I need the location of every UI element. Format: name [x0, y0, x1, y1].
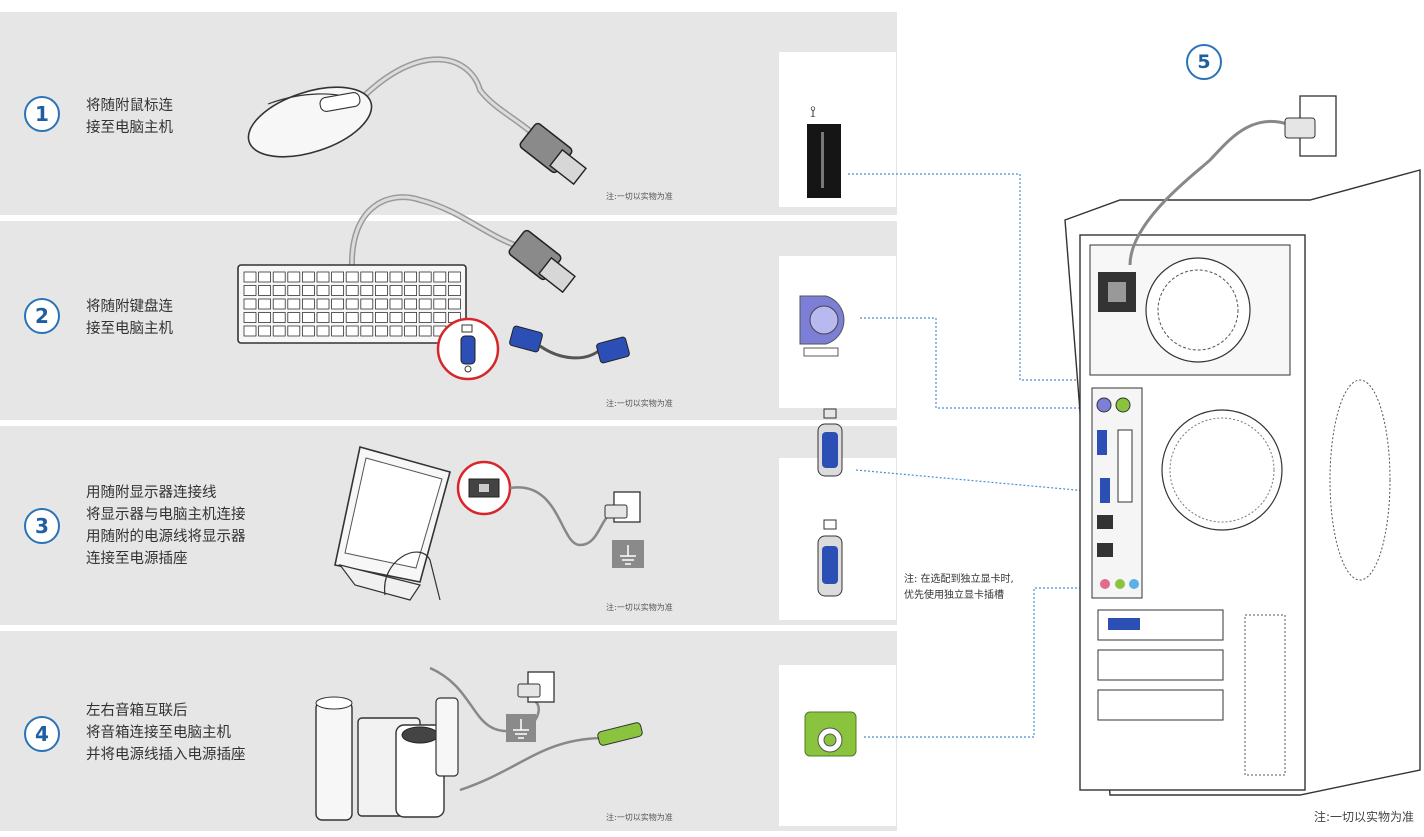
monitor-power-circle: [456, 460, 512, 516]
monitor-illustration: [334, 446, 451, 601]
mouse-usb-plug: [519, 122, 587, 186]
wall-socket-step4: [517, 671, 555, 703]
mouse-illustration: [247, 56, 543, 158]
step-4-text: 左右音箱互联后将音箱连接至电脑主机并将电源线插入电源插座: [86, 703, 246, 763]
step-1-text: 将随附鼠标连接至电脑主机: [86, 98, 173, 136]
step-1-badge: 1: [24, 96, 60, 132]
ground-icon-step3: [612, 540, 644, 568]
step-2-note: 注:一切以实物为准: [606, 399, 673, 408]
audio-port-icon: [804, 711, 857, 757]
gpu-note: 注: 在选配到独立显卡时, 优先使用独立显卡插槽: [904, 574, 1014, 601]
audio-jack-plug: [597, 722, 643, 746]
monitor-power-cable: [509, 486, 616, 547]
usb-port-icon: ⟟: [807, 102, 841, 198]
footer-note: 注:一切以实物为准: [1313, 810, 1414, 824]
step-4-note: 注:一切以实物为准: [606, 813, 673, 822]
vga-port-icon-2: [817, 519, 843, 597]
vga-cable-illustration: [509, 325, 630, 364]
step-3-panel: [0, 426, 897, 625]
vga-port-icon-1: [817, 408, 843, 477]
step-1-note: 注:一切以实物为准: [606, 192, 673, 201]
dotted-connector-lines: [848, 173, 1115, 738]
step-5-badge: 5: [1186, 44, 1222, 80]
step-4-badge: 4: [24, 716, 60, 752]
ps2-port-icon: [799, 295, 845, 357]
step-3-badge: 3: [24, 508, 60, 544]
ground-icon-step4: [506, 714, 536, 742]
tower-power-cable: [1128, 95, 1337, 266]
speakers-illustration: [315, 696, 459, 821]
step-1-panel: [0, 12, 897, 215]
wall-socket-step3: [604, 491, 641, 523]
keyboard-illustration: [237, 194, 521, 344]
step-3-text: 用随附显示器连接线将显示器与电脑主机连接 用随附的电源线将显示器连接至电源插座: [86, 485, 246, 567]
step-3-note: 注:一切以实物为准: [606, 603, 673, 612]
step-2-badge: 2: [24, 298, 60, 334]
computer-tower: [1064, 169, 1421, 796]
svg-text:⟟: ⟟: [810, 102, 816, 121]
speaker-power-cable: [429, 666, 540, 733]
vga-port-circle: [436, 317, 500, 381]
keyboard-usb-plug: [508, 229, 576, 294]
step-2-text: 将随附键盘连接至电脑主机: [86, 299, 173, 337]
audio-cable: [459, 736, 601, 792]
